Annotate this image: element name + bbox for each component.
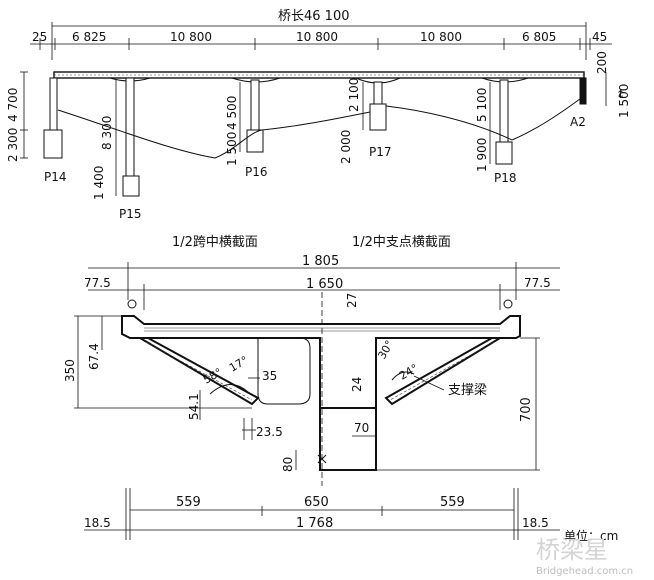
pier-p18: P18 — [494, 171, 517, 185]
dim-bottom-559-right: 559 — [440, 495, 465, 510]
dim-4700: 4 700 — [6, 88, 20, 122]
abutment-a2: A2 — [570, 115, 586, 129]
dim-edge-left: 77.5 — [84, 276, 111, 290]
dim-bottom-right: 18.5 — [522, 516, 549, 530]
dim-2300: 2 300 — [6, 128, 20, 162]
dim-bottom-overall: 1 768 — [296, 516, 333, 531]
dim-54-1: 54.1 — [187, 393, 201, 420]
dim-70: 70 — [354, 421, 369, 435]
dim-top-inner: 1 650 — [306, 277, 343, 292]
watermark-url: Bridgehead.com.cn — [536, 566, 633, 577]
dim-bottom-650: 650 — [304, 495, 329, 510]
dim-edge-right: 77.5 — [524, 276, 551, 290]
pier-p17: P17 — [369, 145, 392, 159]
cross-section-view: 1/2跨中横截面 1/2中支点横截面 1 805 1 650 77.5 77.5 — [63, 235, 618, 543]
pier-p14: P14 — [44, 170, 67, 184]
section-title-left: 1/2跨中横截面 — [172, 235, 258, 250]
dim-700: 700 — [519, 397, 534, 422]
dim-2100: 2 100 — [347, 78, 361, 112]
railing-left-icon — [127, 299, 137, 309]
angle-30: 30° — [375, 338, 396, 361]
dim-2000: 2 000 — [339, 130, 353, 164]
pier-p16: P16 — [245, 165, 268, 179]
dim-35: 35 — [262, 369, 277, 383]
dim-24: 24 — [350, 377, 364, 392]
strut-label: 支撑梁 — [448, 383, 487, 398]
unit-label: 单位：cm — [564, 528, 618, 543]
watermark-logo: 桥梁星 — [536, 536, 608, 564]
railing-right-icon — [503, 299, 513, 309]
dim-8300: 8 300 — [100, 116, 114, 150]
dim-1900: 1 900 — [475, 138, 489, 172]
span-10800-a: 10 800 — [170, 30, 212, 44]
dim-67-4: 67.4 — [87, 343, 101, 370]
span-45: 45 — [592, 30, 607, 44]
dim-4500: 4 500 — [225, 96, 239, 130]
dim-1500-p16: 1 500 — [225, 132, 239, 166]
dim-350: 350 — [63, 359, 77, 382]
span-6825: 6 825 — [72, 30, 106, 44]
angle-17: 17° — [227, 354, 250, 375]
span-10800-c: 10 800 — [420, 30, 462, 44]
dim-top-overall: 1 805 — [302, 254, 339, 269]
dim-bottom-left: 18.5 — [84, 516, 111, 530]
dim-23-5: 23.5 — [256, 425, 283, 439]
dim-200: 200 — [595, 51, 609, 74]
span-10800-b: 10 800 — [296, 30, 338, 44]
svg-text:↕: ↕ — [616, 88, 625, 101]
dim-80: 80 — [281, 457, 295, 472]
dim-5100: 5 100 — [475, 88, 489, 122]
elevation-view: 桥长46 100 25 6 825 10 800 10 800 10 800 6… — [6, 9, 631, 221]
dim-1400: 1 400 — [92, 166, 106, 200]
dim-1500-a2: 1 500 — [617, 84, 631, 118]
dim-27: 27 — [345, 293, 359, 308]
span-6805: 6 805 — [522, 30, 556, 44]
span-25: 25 — [32, 30, 47, 44]
pier-p15: P15 — [119, 207, 142, 221]
bridge-length-title: 桥长46 100 — [278, 9, 350, 24]
dim-bottom-559-left: 559 — [176, 495, 201, 510]
section-title-right: 1/2中支点横截面 — [352, 235, 451, 250]
